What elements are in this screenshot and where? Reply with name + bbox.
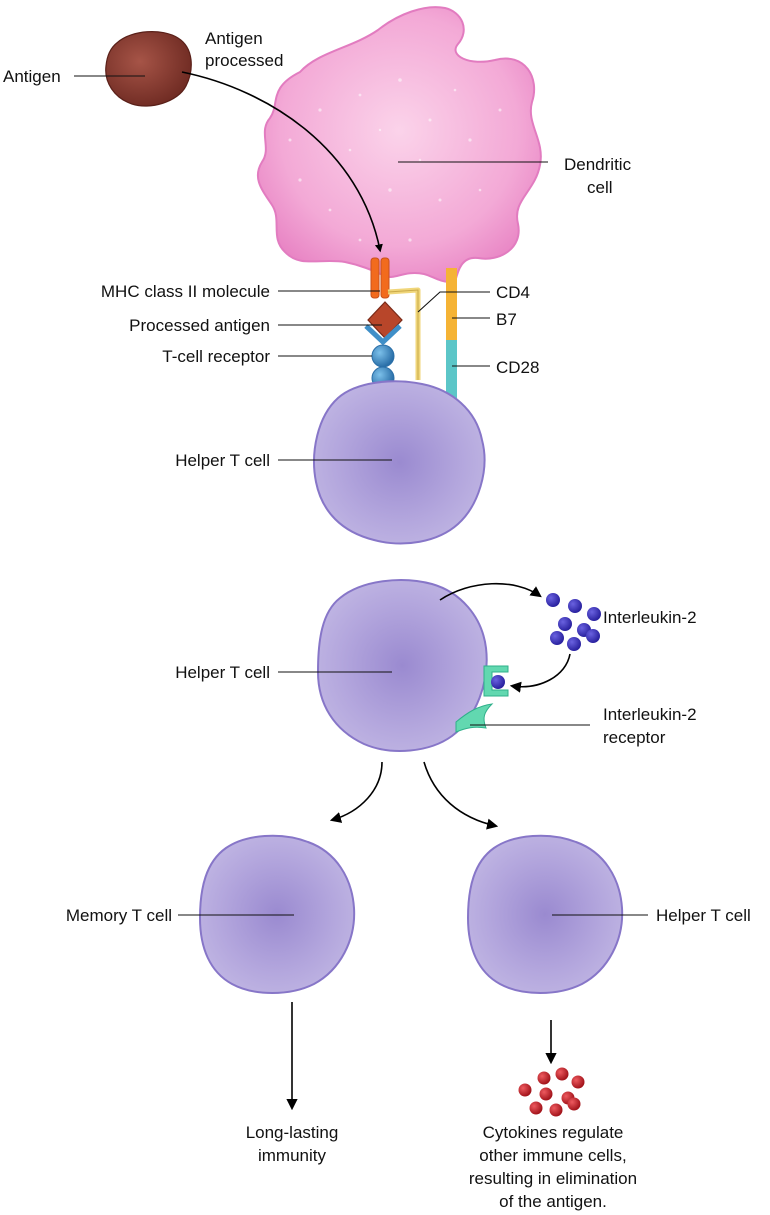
mhc-class-ii-molecule: [370, 257, 390, 299]
interleukin-2-receptor-bound: [483, 665, 509, 697]
b7-molecule: [446, 268, 457, 340]
interleukin-2-bound: [491, 675, 505, 689]
antigen-particle: [105, 31, 192, 107]
label-antigen: Antigen: [3, 67, 61, 86]
label-helper-t-top: Helper T cell: [175, 451, 270, 470]
label-helper-t-right: Helper T cell: [656, 906, 751, 925]
dendritic-cell: [256, 6, 542, 283]
cd28-molecule: [446, 340, 457, 416]
label-b7: B7: [496, 310, 517, 329]
label-immunity-1: Long-lasting: [246, 1123, 339, 1142]
helper-t-cell-top: [313, 380, 486, 545]
label-processed-antigen: Processed antigen: [129, 316, 270, 335]
label-cytokines-2: other immune cells,: [479, 1146, 626, 1165]
label-memory-t: Memory T cell: [66, 906, 172, 925]
il2-secretion-arrow: [439, 582, 542, 601]
label-dendritic-2: cell: [587, 178, 613, 197]
label-cytokines-3: resulting in elimination: [469, 1169, 637, 1188]
label-cytokines-1: Cytokines regulate: [483, 1123, 624, 1142]
division-arrow-right: [423, 761, 499, 830]
il2-binding-arrow: [509, 653, 571, 693]
label-mhc: MHC class II molecule: [101, 282, 270, 301]
label-cd4: CD4: [496, 283, 530, 302]
label-tcr: T-cell receptor: [162, 347, 270, 366]
label-cd28: CD28: [496, 358, 539, 377]
helper-t-cell-right: [466, 834, 624, 994]
memory-t-cell: [198, 834, 356, 994]
antigen-processing-arrow: [181, 71, 383, 253]
cytokines-cluster: [518, 1067, 585, 1117]
dendritic-speckles: [288, 78, 502, 242]
label-immunity-2: immunity: [258, 1146, 327, 1165]
label-il2-receptor-1: Interleukin-2: [603, 705, 697, 724]
label-cytokines-4: of the antigen.: [499, 1192, 607, 1211]
label-antigen-processed-1: Antigen: [205, 29, 263, 48]
division-arrow-left: [329, 761, 383, 823]
interleukin-2-cluster: [546, 593, 601, 651]
label-helper-t-mid: Helper T cell: [175, 663, 270, 682]
label-antigen-processed-2: processed: [205, 51, 283, 70]
label-il2-receptor-2: receptor: [603, 728, 666, 747]
label-interleukin-2: Interleukin-2: [603, 608, 697, 627]
label-dendritic-1: Dendritic: [564, 155, 632, 174]
